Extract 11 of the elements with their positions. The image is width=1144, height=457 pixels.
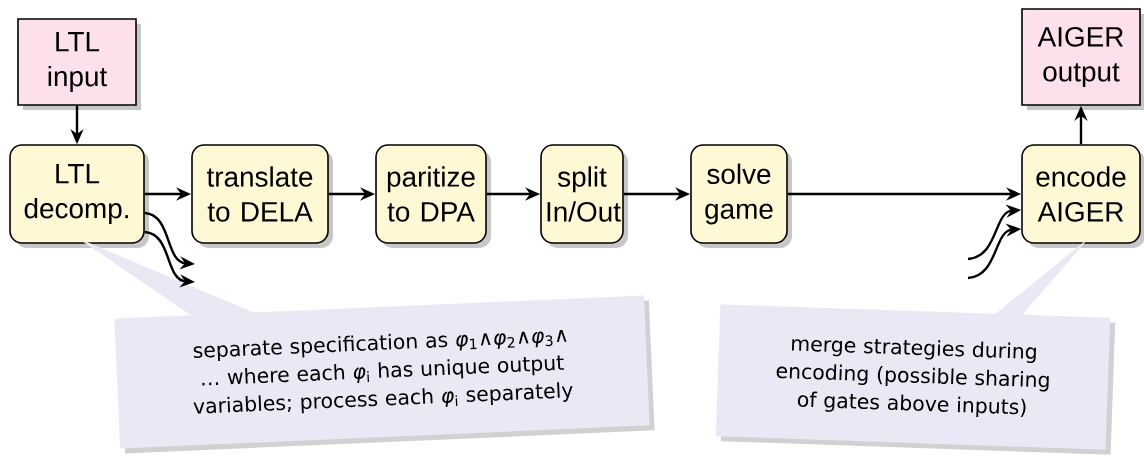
process-box: translate to DELA [191, 144, 333, 248]
callout-box: separate specification as φ$_{1}$∧φ$_{2}$∧φ$_{3}$∧ … where each φ$_{i}$ has unique output variables; process each φ$_{i}$ separately [114, 295, 655, 454]
callout-tail [993, 237, 1089, 317]
io-box: LTL input [17, 18, 141, 110]
process-box: encode AIGER [1021, 144, 1144, 248]
process-box: solve game [690, 144, 792, 248]
io-box: AIGER output [1021, 8, 1144, 110]
process-box: split In/Out [540, 144, 628, 248]
callout-box: merge strategies during encoding (possible sharing of gates above inputs) [715, 304, 1116, 455]
process-box: paritize to DPA [375, 144, 491, 248]
process-box: LTL decomp. [9, 144, 149, 248]
